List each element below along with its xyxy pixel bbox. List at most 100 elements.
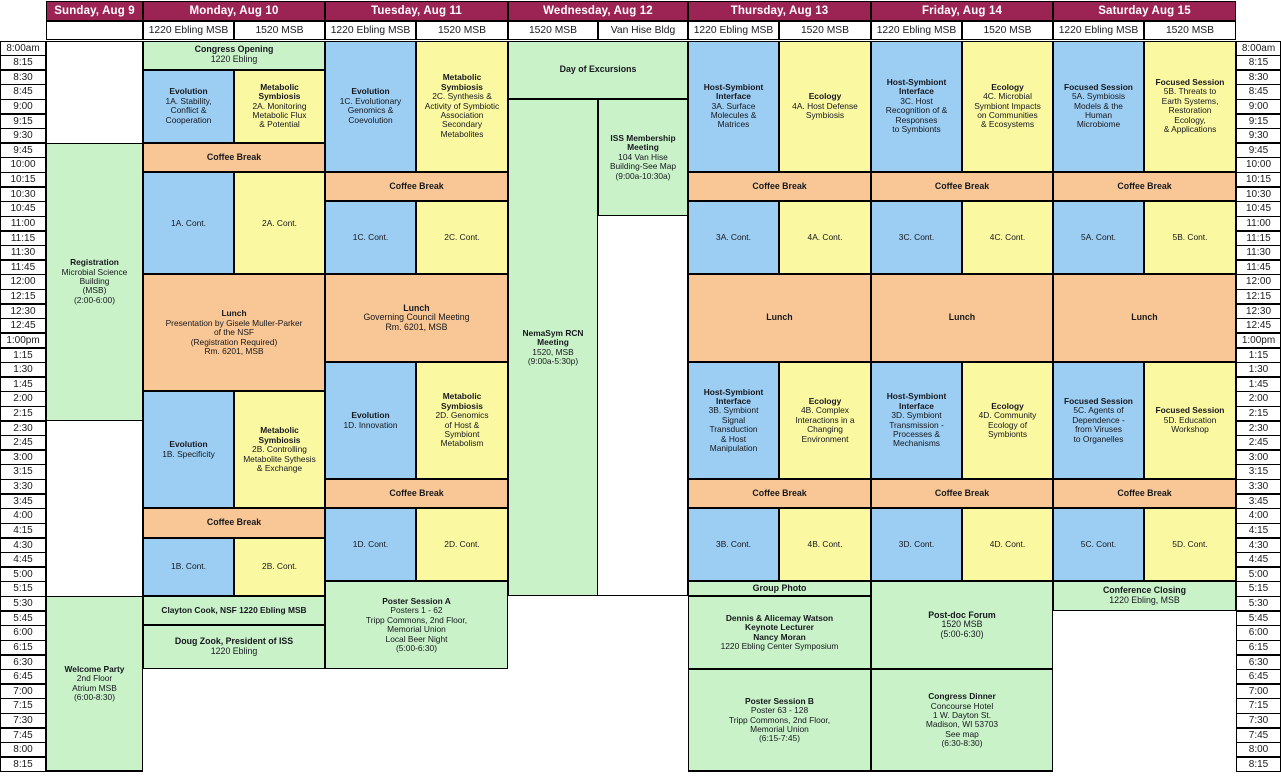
time-label-left-515: 5:15	[0, 581, 46, 597]
event-line: Dependence -	[1072, 414, 1125, 425]
fri-coffee-pm[interactable]: Coffee Break	[871, 479, 1053, 509]
event-line: Tripp Commons, 2nd Floor,	[728, 714, 831, 725]
thu-group-photo[interactable]: Group Photo	[688, 581, 871, 597]
tue-coffee-pm[interactable]: Coffee Break	[325, 479, 508, 509]
event-line: Host-Symbiont	[703, 386, 764, 397]
event-line: 1220 Ebling Center Symposium	[720, 641, 839, 651]
tue-1d-cont[interactable]: 1D. Cont.	[325, 508, 416, 582]
event-line: See map	[945, 728, 979, 739]
sat-lunch[interactable]: Lunch	[1053, 274, 1236, 363]
time-label-right-845: 8:45	[1236, 84, 1281, 100]
thu-4b-cont[interactable]: 4B. Cont.	[779, 508, 871, 582]
sat-5b-cont[interactable]: 5B. Cont.	[1144, 201, 1236, 275]
mon-1b-cont[interactable]: 1B. Cont.	[143, 537, 234, 597]
tue-2d-cont[interactable]: 2D. Cont.	[416, 508, 508, 582]
tue-2c-cont[interactable]: 2C. Cont.	[416, 201, 508, 275]
thu-4a-cont[interactable]: 4A. Cont.	[779, 201, 871, 275]
event-line: Interface	[899, 86, 934, 97]
fri-4d-cont[interactable]: 4D. Cont.	[962, 508, 1053, 582]
event-line: Host-Symbiont	[886, 391, 947, 402]
room-header-wednesday-aug-12-0: 1520 MSB	[508, 21, 598, 40]
event-line: Rm. 6201, MSB	[204, 345, 264, 356]
time-label-left-300: 3:00	[0, 449, 46, 466]
time-label-right-600: 6:00	[1236, 625, 1281, 641]
event-line: Coffee Break	[934, 180, 990, 191]
mon-coffee-am[interactable]: Coffee Break	[143, 142, 325, 173]
event-line: 4A. Host Defense	[792, 100, 858, 111]
mon-coffee-pm[interactable]: Coffee Break	[143, 508, 325, 538]
mon-2b-cont[interactable]: 2B. Cont.	[234, 537, 325, 597]
event-line: Changing	[807, 424, 843, 435]
time-label-right-715: 7:15	[1236, 698, 1281, 714]
room-header-saturday-aug-15-0: 1220 Ebling MSB	[1053, 21, 1144, 40]
tue-coffee-am[interactable]: Coffee Break	[325, 172, 508, 202]
event-line: Recognition of &	[885, 105, 948, 116]
thu-lunch[interactable]: Lunch	[688, 274, 871, 363]
sat-5a-cont[interactable]: 5A. Cont.	[1053, 201, 1144, 275]
fri-3d-cont[interactable]: 3D. Cont.	[871, 508, 962, 582]
event-line: Interface	[716, 396, 751, 407]
mon-clayton-cook[interactable]: Clayton Cook, NSF 1220 Ebling MSB	[143, 596, 325, 626]
fri-3c-cont[interactable]: 3C. Cont.	[871, 201, 962, 275]
sat-5d-cont[interactable]: 5D. Cont.	[1144, 508, 1236, 582]
fri-4c-cont[interactable]: 4C. Cont.	[962, 201, 1053, 275]
event-line: 5C. Agents of	[1073, 405, 1124, 416]
tue-1c-cont[interactable]: 1C. Cont.	[325, 201, 416, 275]
event-line: Workshop	[1171, 424, 1209, 435]
day-header-saturday-aug-15: Saturday Aug 15	[1053, 1, 1236, 21]
mon-2a-cont[interactable]: 2A. Cont.	[234, 172, 325, 275]
fri-lunch[interactable]: Lunch	[871, 274, 1053, 363]
event-line: 3A. Cont.	[716, 232, 751, 243]
time-label-right-1030: 10:30	[1236, 186, 1281, 202]
day-header-sunday-aug-9: Sunday, Aug 9	[46, 1, 143, 21]
event-line: 2A. Monitoring	[252, 100, 307, 111]
time-label-right-1115: 11:15	[1236, 230, 1281, 246]
thu-coffee-pm[interactable]: Coffee Break	[688, 479, 871, 509]
sat-5c-cont[interactable]: 5C. Cont.	[1053, 508, 1144, 582]
sat-coffee-pm[interactable]: Coffee Break	[1053, 479, 1236, 509]
event-line: 3D. Symbiont	[891, 410, 942, 421]
thu-coffee-am[interactable]: Coffee Break	[688, 172, 871, 202]
sat-coffee-am[interactable]: Coffee Break	[1053, 172, 1236, 202]
wed-excursions[interactable]: Day of Excursions	[508, 40, 688, 99]
mon-1a-cont[interactable]: 1A. Cont.	[143, 172, 234, 275]
fri-coffee-am[interactable]: Coffee Break	[871, 172, 1053, 202]
thu-3a-cont[interactable]: 3A. Cont.	[688, 201, 779, 275]
time-label-left-400: 4:00	[0, 508, 46, 524]
thu-3b-cont[interactable]: 3B. Cont.	[688, 508, 779, 582]
